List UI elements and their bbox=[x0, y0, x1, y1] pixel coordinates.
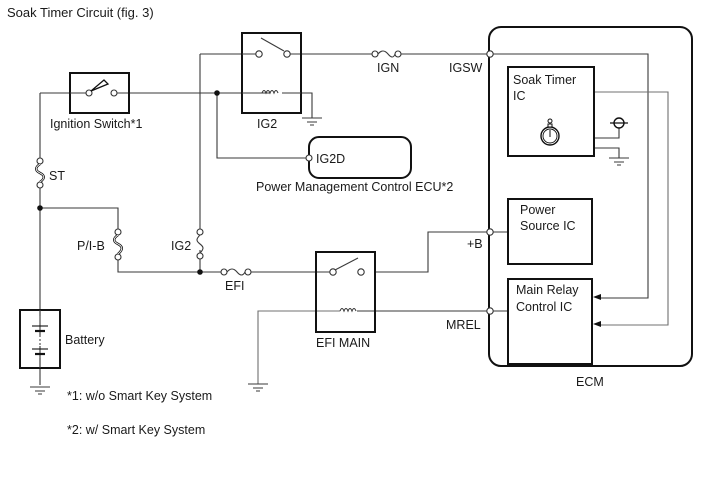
ig2-fuse-label: IG2 bbox=[171, 239, 191, 253]
efi-fuse: EFI bbox=[220, 268, 252, 293]
power-source-ic-label-line2: Source IC bbox=[520, 219, 576, 233]
switch-lever-icon bbox=[90, 79, 110, 92]
igsw-terminal bbox=[486, 50, 494, 58]
reference-terminal-icon bbox=[610, 117, 628, 129]
relay-contact-icon bbox=[334, 257, 359, 271]
note-1: *1: w/o Smart Key System bbox=[67, 389, 212, 403]
power-management-ecu: IG2D Power Management Control ECU*2 bbox=[256, 136, 453, 194]
junction-dot bbox=[197, 269, 203, 275]
efi-main-relay: EFI MAIN bbox=[315, 251, 376, 350]
soak-timer-ic-label-line2: IC bbox=[513, 89, 526, 103]
relay-contact-icon bbox=[260, 37, 285, 52]
arrow-icon bbox=[593, 294, 601, 300]
wire-to-ig2d bbox=[216, 93, 309, 159]
wire-soak-timer-to-main-relay-ic bbox=[594, 91, 669, 326]
ground-icon bbox=[302, 117, 322, 126]
battery: Battery bbox=[19, 309, 105, 369]
ignition-switch: Ignition Switch*1 bbox=[50, 72, 142, 131]
ig2d-terminal bbox=[305, 154, 313, 162]
ground-icon bbox=[609, 157, 629, 166]
wire-efi-coil-ground bbox=[257, 310, 340, 384]
ecm: ECM IGSW +B MREL Soak Timer IC bbox=[446, 26, 693, 389]
pib-fuse-label: P/I-B bbox=[77, 239, 105, 253]
wire-soak-timer-ground bbox=[594, 147, 620, 158]
ground-icon bbox=[248, 383, 268, 392]
relay-coil-icon bbox=[261, 89, 279, 95]
ign-fuse: IGN bbox=[371, 50, 402, 75]
mrel-label: MREL bbox=[446, 318, 481, 332]
wire-igsw-to-main-relay-ic bbox=[490, 53, 649, 299]
ecm-outline bbox=[488, 26, 693, 367]
pib-fuse: P/I-B bbox=[77, 228, 123, 261]
soak-timer-ic-label: Soak Timer bbox=[513, 73, 576, 87]
fuse-icon bbox=[196, 234, 204, 254]
ignition-switch-label: Ignition Switch*1 bbox=[50, 117, 142, 131]
ecm-label: ECM bbox=[576, 375, 604, 389]
relay-coil-icon bbox=[339, 307, 357, 313]
soak-timer-ic: Soak Timer IC bbox=[507, 66, 595, 157]
wire-pib-to-efi bbox=[117, 258, 221, 273]
ig2d-label: IG2D bbox=[316, 152, 345, 166]
wire-st-to-pib bbox=[40, 207, 119, 230]
main-relay-ic-label: Main Relay bbox=[516, 283, 579, 297]
arrow-icon bbox=[593, 321, 601, 327]
plus-b-terminal bbox=[486, 228, 494, 236]
fuse-icon bbox=[377, 50, 396, 58]
battery-label: Battery bbox=[65, 333, 105, 347]
wire-ig2-coil-ground bbox=[283, 92, 313, 118]
ig2-relay-label: IG2 bbox=[257, 117, 277, 131]
main-relay-ic-label-line2: Control IC bbox=[516, 300, 572, 314]
note-2: *2: w/ Smart Key System bbox=[67, 423, 205, 437]
ig2-fuse: IG2 bbox=[171, 228, 204, 260]
main-relay-control-ic: Main Relay Control IC bbox=[507, 278, 593, 365]
power-source-ic: Power Source IC bbox=[507, 198, 593, 265]
efi-main-relay-label: EFI MAIN bbox=[316, 336, 370, 350]
efi-fuse-label: EFI bbox=[225, 279, 244, 293]
wire-efi-main-to-plus-b bbox=[374, 231, 490, 273]
plus-b-label: +B bbox=[467, 237, 483, 251]
stopwatch-icon bbox=[540, 118, 560, 146]
st-fuse-label: ST bbox=[49, 169, 65, 183]
ign-fuse-label: IGN bbox=[377, 61, 399, 75]
mrel-terminal bbox=[486, 307, 494, 315]
junction-dot bbox=[37, 205, 43, 211]
fuse-icon bbox=[226, 268, 246, 276]
junction-dot bbox=[214, 90, 220, 96]
pm-ecu-label: Power Management Control ECU*2 bbox=[256, 180, 453, 194]
diagram-title: Soak Timer Circuit (fig. 3) bbox=[7, 5, 154, 20]
power-source-ic-label: Power bbox=[520, 203, 555, 217]
igsw-label: IGSW bbox=[449, 61, 483, 75]
st-fuse: ST bbox=[35, 157, 65, 189]
ig2-relay: IG2 bbox=[241, 32, 302, 131]
ground-icon bbox=[30, 386, 50, 395]
